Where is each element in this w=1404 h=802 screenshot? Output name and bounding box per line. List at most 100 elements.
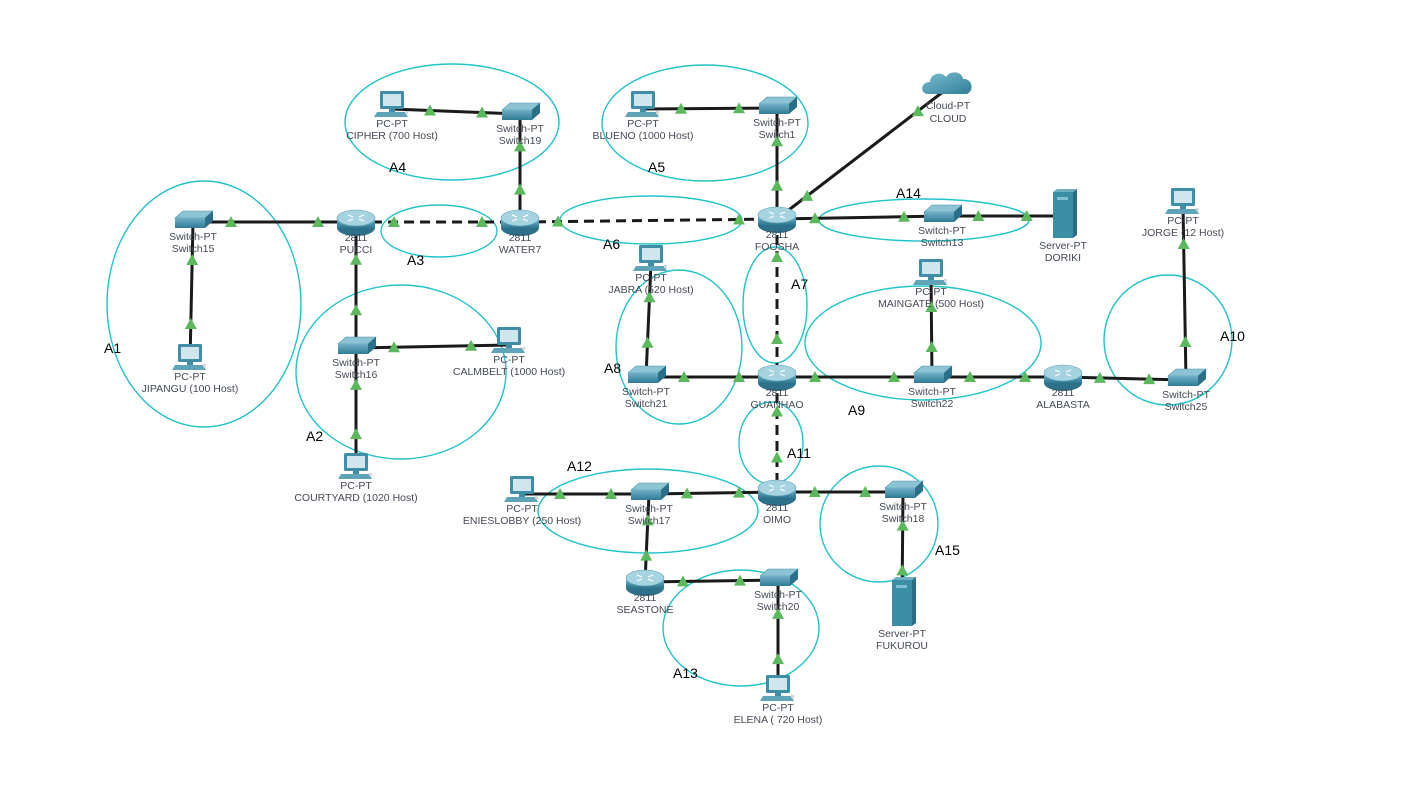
server-icon[interactable] <box>892 577 916 626</box>
switch-icon[interactable] <box>630 482 670 500</box>
link-status-up-icon <box>350 378 362 390</box>
link-foosha-switch13[interactable] <box>776 214 943 221</box>
link-status-up-icon <box>888 371 900 382</box>
pc-icon[interactable] <box>913 259 947 285</box>
pc-icon[interactable] <box>491 327 525 353</box>
pc-icon[interactable] <box>633 245 667 271</box>
device-name-label: ALABASTA <box>1036 399 1090 411</box>
router-icon[interactable] <box>625 569 665 596</box>
link-blueno-switch1[interactable] <box>642 106 778 111</box>
link-switch22-maingate[interactable] <box>929 276 934 378</box>
switch-icon[interactable] <box>759 568 799 586</box>
pc-icon[interactable] <box>504 476 538 502</box>
link-status-up-icon <box>551 215 564 227</box>
pc-icon[interactable] <box>1165 188 1199 214</box>
link-jipangu-switch15[interactable] <box>188 221 195 363</box>
router-icon[interactable] <box>500 209 540 236</box>
device-model-label: Switch-PT <box>622 386 670 398</box>
pc-icon[interactable] <box>625 91 659 117</box>
link-switch16-calmbelt[interactable] <box>355 343 510 350</box>
link-switch25-jorge[interactable] <box>1181 205 1188 381</box>
router-icon[interactable] <box>1043 364 1083 391</box>
pc-icon[interactable] <box>172 344 206 370</box>
link-status-up-icon <box>771 179 783 191</box>
switch-icon[interactable] <box>913 365 953 383</box>
link-status-up-icon <box>350 253 362 265</box>
router-icon[interactable] <box>336 209 376 236</box>
switch-icon[interactable] <box>884 480 924 498</box>
device-name-label: WATER7 <box>499 244 542 256</box>
switch-icon[interactable] <box>923 204 963 222</box>
link-water7-foosha[interactable] <box>519 217 778 224</box>
link-switch17-oimo[interactable] <box>648 490 778 496</box>
link-status-up-icon <box>771 135 783 147</box>
link-status-up-icon <box>859 486 872 497</box>
device-model-label: 2811 <box>634 592 657 604</box>
device-model-label: Switch-PT <box>908 386 956 398</box>
device-name-label: Switch20 <box>757 601 800 613</box>
cloud-icon[interactable] <box>922 72 972 94</box>
link-seastone-switch20[interactable] <box>644 578 779 584</box>
link-alabasta-switch25[interactable] <box>1062 375 1187 382</box>
router-icon[interactable] <box>757 479 797 506</box>
device-model-label: PC-PT <box>376 118 408 130</box>
link-status-up-icon <box>476 106 489 118</box>
link-status-up-icon <box>680 487 693 499</box>
link-status-up-icon <box>643 291 656 303</box>
link-cipher-switch19[interactable] <box>391 107 521 116</box>
device-model-label: Switch-PT <box>169 231 217 243</box>
pc-icon[interactable] <box>760 675 794 701</box>
pc-icon[interactable] <box>338 453 372 479</box>
switch-icon[interactable] <box>174 210 214 228</box>
link-seastone-switch17[interactable] <box>643 493 651 583</box>
switch-icon[interactable] <box>1167 368 1207 386</box>
link-status-up-icon <box>898 210 911 222</box>
server-icon[interactable] <box>1053 189 1077 238</box>
link-switch21-jabra[interactable] <box>644 262 653 378</box>
link-status-up-icon <box>771 333 783 344</box>
link-status-up-icon <box>809 371 821 382</box>
switch-icon[interactable] <box>337 336 377 354</box>
area-outline-a5 <box>601 64 809 182</box>
router-icon[interactable] <box>757 364 797 391</box>
switch-icon[interactable] <box>758 96 798 114</box>
switch-icon[interactable] <box>627 365 667 383</box>
switch-icon[interactable] <box>501 102 541 120</box>
device-name-label: JORGE (12 Host) <box>1142 227 1224 239</box>
router-icon[interactable] <box>757 206 797 233</box>
link-status-up-icon <box>771 405 783 417</box>
pc-icon[interactable] <box>374 91 408 117</box>
